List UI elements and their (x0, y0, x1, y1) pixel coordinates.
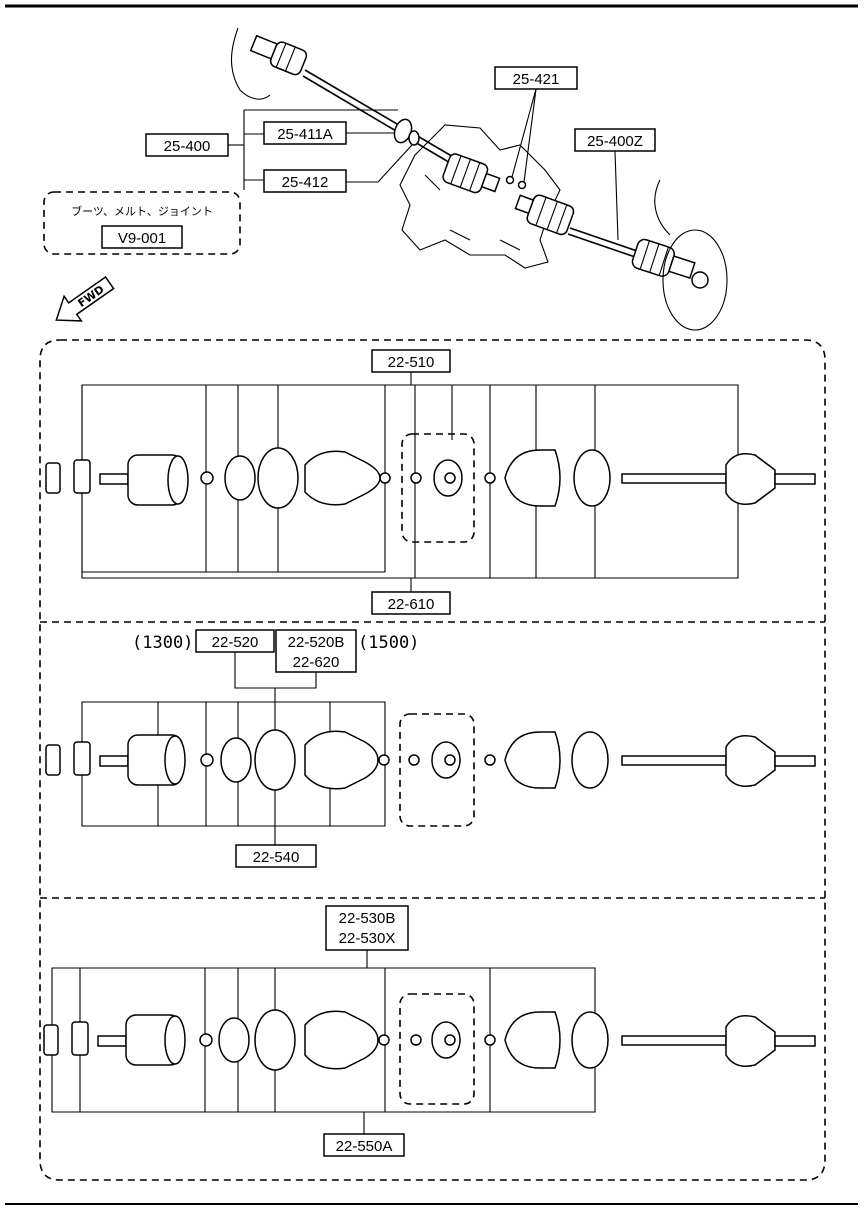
boot-band-large (257, 447, 299, 509)
inner-boot (504, 449, 561, 507)
label-box-22-540 (235, 844, 317, 868)
outer-boot (304, 450, 381, 506)
snap-ring (200, 471, 214, 485)
reference-code-v9-001[interactable]: V9-001 (118, 230, 166, 247)
inner-cv-joint (725, 735, 776, 787)
part-number-25-412[interactable]: 25-412 (282, 174, 329, 191)
variant-tag-1300: (1300) (132, 633, 193, 653)
part-number-22-620[interactable]: 22-620 (293, 654, 340, 671)
boot-band-large (254, 1009, 296, 1071)
part-number-22-530b[interactable]: 22-530B (339, 910, 396, 927)
inner-boot-band (571, 1011, 609, 1069)
inner-boot-band (571, 731, 609, 789)
variant-tag-1500: (1500) (358, 633, 419, 653)
label-box-22-550a (323, 1133, 405, 1157)
drive-shaft-bar (621, 473, 727, 484)
drive-shaft-bar (621, 755, 727, 766)
inner-cv-joint (725, 453, 776, 505)
label-box-v9-001 (101, 225, 183, 249)
outer-boot (304, 1010, 379, 1070)
grease-tube-2 (73, 459, 91, 494)
part-number-22-520[interactable]: 22-520 (212, 634, 259, 651)
inner-boot (504, 1011, 561, 1069)
clip-left (505, 175, 515, 185)
part-number-25-411a[interactable]: 25-411A (277, 126, 333, 143)
left-knuckle (231, 27, 271, 100)
vehicle-overview-illustration (231, 27, 728, 331)
forward-arrow-icon: FWD (55, 276, 115, 322)
variants-frame (39, 339, 826, 1181)
transmission-case (399, 124, 561, 269)
boot-band-large (254, 729, 296, 791)
boot-band-small (224, 455, 256, 501)
drive-shaft-bar (621, 1035, 727, 1046)
reference-note-text: ブーツ、メルト、ジョイント (71, 204, 213, 218)
label-box-25-412 (263, 169, 347, 193)
part-number-25-421[interactable]: 25-421 (513, 71, 560, 88)
grease-tube-1 (45, 744, 61, 776)
part-number-22-550a[interactable]: 22-550A (336, 1138, 393, 1155)
section-1 (45, 384, 816, 579)
outer-boot-dotted (304, 730, 379, 790)
part-number-25-400[interactable]: 25-400 (164, 138, 211, 155)
label-box-22-520b (275, 629, 357, 673)
grease-tube-1 (43, 1024, 59, 1056)
section-3 (43, 967, 816, 1113)
right-outer-joint (631, 238, 696, 280)
right-knuckle (654, 179, 671, 236)
part-number-22-610[interactable]: 22-610 (388, 596, 435, 613)
grease-tube-1 (45, 462, 61, 494)
brake-disc (662, 229, 728, 331)
right-shaft (569, 227, 641, 253)
section-2 (45, 701, 816, 845)
boot-band-small (220, 737, 252, 783)
bearing-kit-box (399, 713, 475, 827)
inner-boot (504, 731, 561, 789)
part-number-22-530x[interactable]: 22-530X (339, 930, 396, 947)
bearing-kit-box (401, 433, 475, 543)
right-inner-joint (514, 194, 575, 236)
left-shaft (304, 69, 456, 159)
left-outer-joint (249, 34, 308, 76)
bearing-kit-box (399, 993, 475, 1105)
part-number-25-400z[interactable]: 25-400Z (587, 133, 643, 150)
left-inner-joint (442, 153, 501, 194)
inner-boot-band (573, 449, 611, 507)
part-number-22-510[interactable]: 22-510 (388, 354, 435, 371)
boot-band-small (218, 1017, 250, 1063)
snap-ring (200, 753, 214, 767)
inner-cv-joint (725, 1015, 776, 1067)
grease-tube-2 (71, 1021, 89, 1056)
part-number-22-520b[interactable]: 22-520B (288, 634, 345, 651)
snap-ring (199, 1033, 213, 1047)
clip-right (517, 180, 527, 190)
part-number-22-540[interactable]: 22-540 (253, 849, 300, 866)
reference-note-box (43, 191, 241, 255)
grease-tube-2 (73, 741, 91, 776)
